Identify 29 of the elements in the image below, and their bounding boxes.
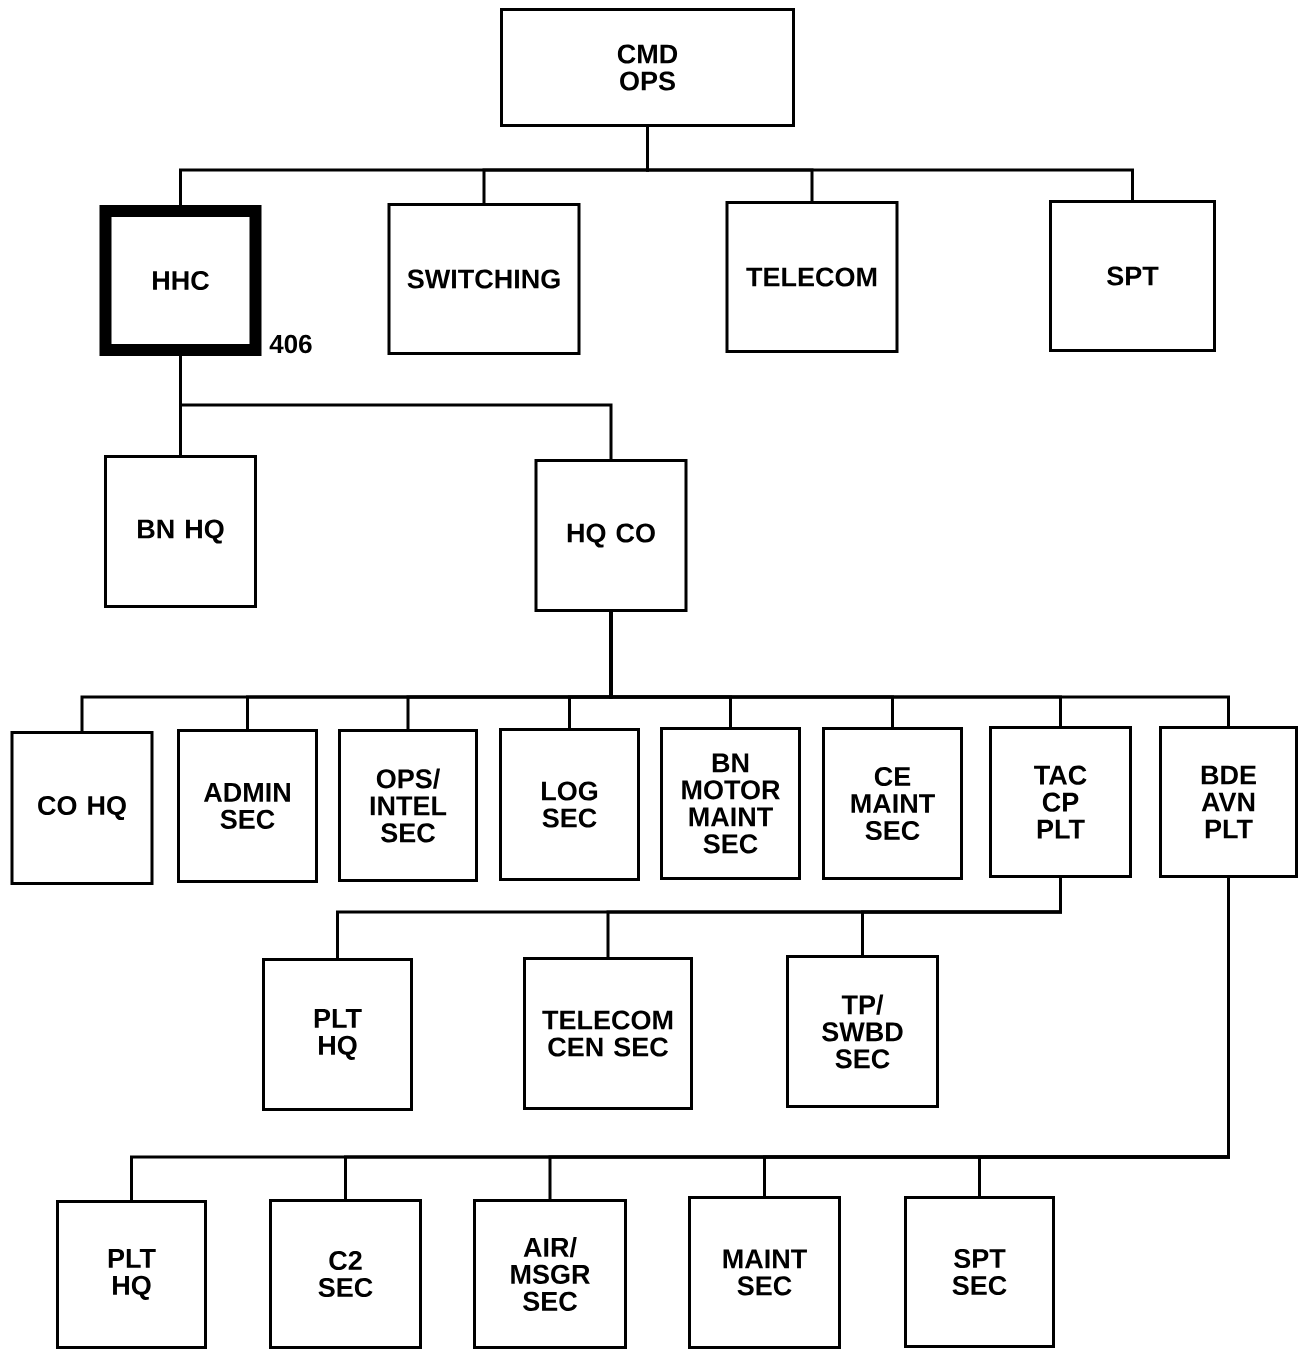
org-box: TP/ SWBD SEC [786,955,939,1108]
org-box: CO HQ [10,731,154,885]
connector-line [179,356,613,459]
org-box: C2 SEC [269,1199,422,1349]
org-box: TAC CP PLT [989,726,1132,878]
org-box: SWITCHING [387,203,581,355]
org-box: OPS/ INTEL SEC [338,729,478,882]
org-box: BN HQ [104,455,257,608]
org-box: BN MOTOR MAINT SEC [660,727,801,880]
connector-line [646,127,1134,200]
org-box: SPT [1049,200,1216,352]
connector-line [609,612,1230,726]
org-box: MAINT SEC [688,1196,841,1349]
org-box: HHC [99,205,262,356]
org-box: LOG SEC [499,728,640,881]
org-box: CE MAINT SEC [822,727,963,880]
org-box: AIR/ MSGR SEC [473,1199,627,1349]
connector-line [978,878,1230,1196]
org-box: ADMIN SEC [177,729,318,883]
org-box: HQ CO [534,459,688,612]
connector-line [861,878,1062,955]
org-box: SPT SEC [904,1196,1055,1348]
org-box: CMD OPS [500,8,795,127]
org-box: TELECOM CEN SEC [523,957,693,1110]
org-box: TELECOM [725,201,899,353]
org-box: BDE AVN PLT [1159,726,1298,878]
unit-number: 406 [269,334,312,354]
org-box: PLT HQ [262,958,413,1111]
org-box: PLT HQ [56,1200,207,1349]
